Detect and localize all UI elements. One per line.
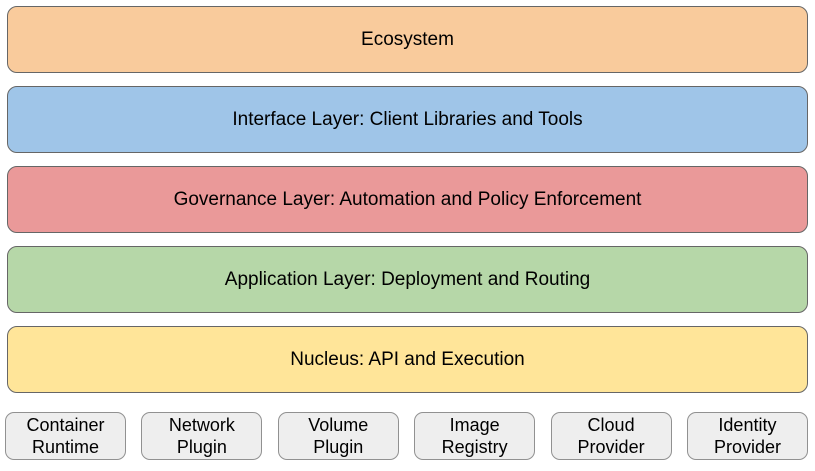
provider-volume-plugin: Volume Plugin bbox=[277, 412, 399, 460]
layer-nucleus-label: Nucleus: API and Execution bbox=[290, 349, 525, 370]
layer-interface-label: Interface Layer: Client Libraries and To… bbox=[232, 109, 583, 130]
provider-identity-provider-label: Identity Provider bbox=[713, 415, 781, 457]
layer-application: Application Layer: Deployment and Routin… bbox=[7, 246, 808, 313]
provider-image-registry: Image Registry bbox=[414, 412, 536, 460]
provider-identity-provider: Identity Provider bbox=[686, 412, 808, 460]
layer-interface: Interface Layer: Client Libraries and To… bbox=[7, 86, 808, 153]
providers-row: Container Runtime Network Plugin Volume … bbox=[5, 412, 808, 460]
layer-governance: Governance Layer: Automation and Policy … bbox=[7, 166, 808, 233]
provider-network-plugin-label: Network Plugin bbox=[168, 415, 235, 457]
layer-ecosystem-label: Ecosystem bbox=[361, 29, 454, 50]
provider-network-plugin: Network Plugin bbox=[141, 412, 263, 460]
provider-cloud-provider: Cloud Provider bbox=[550, 412, 672, 460]
layer-ecosystem: Ecosystem bbox=[7, 6, 808, 73]
layer-nucleus: Nucleus: API and Execution bbox=[7, 326, 808, 393]
layer-application-label: Application Layer: Deployment and Routin… bbox=[224, 269, 591, 290]
layer-stack: Ecosystem Interface Layer: Client Librar… bbox=[7, 6, 808, 393]
provider-cloud-provider-label: Cloud Provider bbox=[577, 415, 645, 457]
provider-image-registry-label: Image Registry bbox=[441, 415, 508, 457]
layer-governance-label: Governance Layer: Automation and Policy … bbox=[173, 189, 642, 210]
provider-container-runtime: Container Runtime bbox=[5, 412, 126, 460]
provider-volume-plugin-label: Volume Plugin bbox=[308, 415, 369, 457]
provider-container-runtime-label: Container Runtime bbox=[26, 415, 105, 457]
